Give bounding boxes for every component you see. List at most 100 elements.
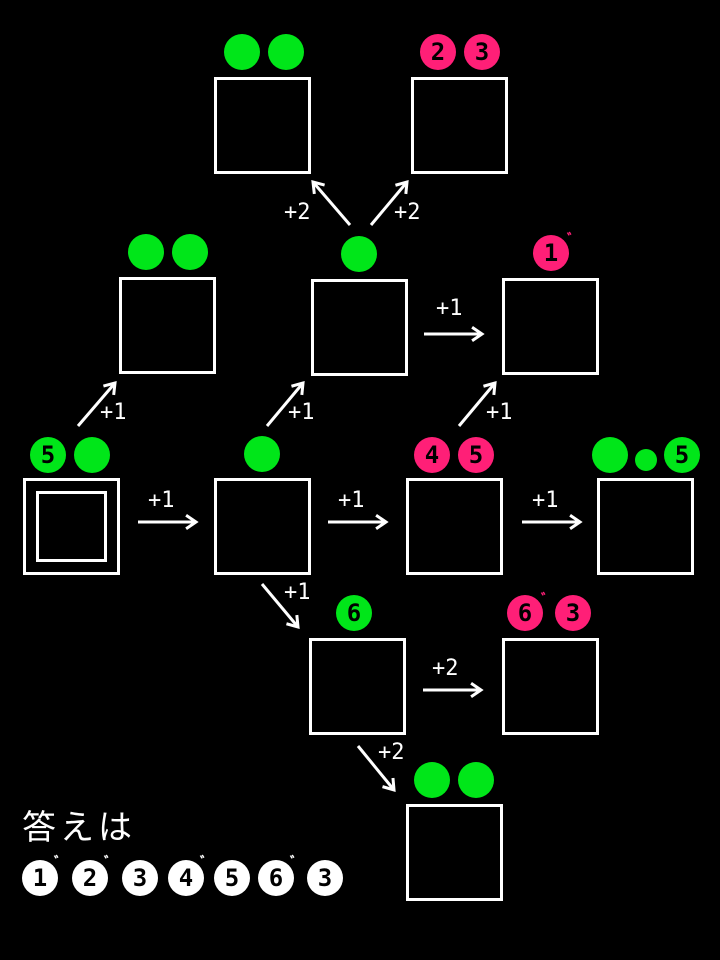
- marker-circle: [224, 34, 260, 70]
- arrow-head: [483, 380, 497, 396]
- marker-circle: [635, 449, 657, 471]
- marker-circle: [268, 34, 304, 70]
- answer-digit: 3: [132, 864, 148, 892]
- marker-digit: 6: [517, 599, 533, 627]
- marker-digit: 2: [430, 38, 446, 66]
- marker-circle: [458, 762, 494, 798]
- arrow-head: [185, 513, 199, 531]
- answer-dakuten: ゛: [104, 855, 118, 871]
- node-box-top-left: [214, 77, 311, 174]
- arrow-step-label: +1: [284, 580, 311, 605]
- answer-digit: 3: [317, 864, 333, 892]
- marker-digit: 5: [468, 441, 484, 469]
- marker-circle: 5: [30, 437, 66, 473]
- arrow-head: [382, 777, 396, 793]
- arrow-step-label: +2: [378, 740, 405, 765]
- answer-circle: 1: [22, 860, 58, 896]
- marker-digit: 3: [565, 599, 581, 627]
- arrow-head: [103, 380, 117, 396]
- arrow-head: [291, 380, 305, 396]
- arrow-head: [286, 614, 300, 630]
- marker-circle: [172, 234, 208, 270]
- marker-digit: 5: [40, 441, 56, 469]
- marker-circle: 6: [336, 595, 372, 631]
- marker-digit: 1: [543, 239, 559, 267]
- marker-digit: 4: [424, 441, 440, 469]
- node-box-row4-b: [502, 638, 599, 735]
- marker-circle: 3: [555, 595, 591, 631]
- arrow: [424, 325, 485, 343]
- marker-circle: [341, 236, 377, 272]
- dakuten-mark: ゛: [567, 232, 581, 248]
- answer-dakuten: ゛: [200, 855, 214, 871]
- arrow: [260, 583, 300, 630]
- answer-dakuten: ゛: [54, 855, 68, 871]
- node-box-top-right: [411, 77, 508, 174]
- node-box-row4-a: [309, 638, 406, 735]
- arrow-step-label: +1: [486, 400, 513, 425]
- arrow: [369, 179, 409, 226]
- marker-circle: 2: [420, 34, 456, 70]
- marker-circle: 6: [507, 595, 543, 631]
- node-box-row3-d: [597, 478, 694, 575]
- marker-circle: [74, 437, 110, 473]
- arrow: [311, 179, 352, 226]
- answer-circle: 4: [168, 860, 204, 896]
- arrow-step-label: +1: [148, 488, 175, 513]
- marker-circle: 4: [414, 437, 450, 473]
- answer-digit: 2: [82, 864, 98, 892]
- answer-dakuten: ゛: [290, 855, 304, 871]
- marker-digit: 6: [346, 599, 362, 627]
- arrow-step-label: +1: [100, 400, 127, 425]
- answer-title: 答えは: [22, 808, 136, 848]
- start-inner-box: [36, 491, 107, 562]
- node-box-start: [23, 478, 120, 575]
- answer-circle: 3: [122, 860, 158, 896]
- arrow-step-label: +2: [284, 200, 311, 225]
- arrow: [76, 380, 117, 427]
- node-box-mid-center: [311, 279, 408, 376]
- arrow: [356, 745, 396, 793]
- arrow-head: [311, 179, 325, 195]
- node-box-mid-right: [502, 278, 599, 375]
- node-box-bottom: [406, 804, 503, 901]
- answer-digit: 1: [32, 864, 48, 892]
- arrow: [138, 513, 199, 531]
- arrow-head: [395, 179, 409, 195]
- arrow: [522, 513, 583, 531]
- marker-circle: [244, 436, 280, 472]
- arrow: [423, 681, 484, 699]
- answer-digit: 5: [224, 864, 240, 892]
- arrow: [265, 380, 305, 427]
- arrow-head: [470, 681, 484, 699]
- arrow-step-label: +2: [432, 656, 459, 681]
- dakuten-mark: ゛: [541, 592, 555, 608]
- node-box-row3-c: [406, 478, 503, 575]
- marker-circle: 5: [664, 437, 700, 473]
- arrow-step-label: +1: [532, 488, 559, 513]
- marker-circle: [128, 234, 164, 270]
- node-box-row3-b: [214, 478, 311, 575]
- marker-circle: 3: [464, 34, 500, 70]
- arrow-head: [375, 513, 389, 531]
- marker-circle: 5: [458, 437, 494, 473]
- marker-circle: 1: [533, 235, 569, 271]
- answer-circle: 6: [258, 860, 294, 896]
- node-box-mid-left: [119, 277, 216, 374]
- arrow-head: [569, 513, 583, 531]
- marker-digit: 5: [674, 441, 690, 469]
- arrow-step-label: +1: [338, 488, 365, 513]
- arrow-head: [471, 325, 485, 343]
- marker-circle: [592, 437, 628, 473]
- arrow-step-label: +2: [394, 200, 421, 225]
- answer-circle: 2: [72, 860, 108, 896]
- arrow: [457, 380, 497, 427]
- marker-digit: 3: [474, 38, 490, 66]
- arrow-step-label: +1: [436, 296, 463, 321]
- answer-digit: 4: [178, 864, 194, 892]
- answer-circle: 5: [214, 860, 250, 896]
- answer-circle: 3: [307, 860, 343, 896]
- arrow: [328, 513, 389, 531]
